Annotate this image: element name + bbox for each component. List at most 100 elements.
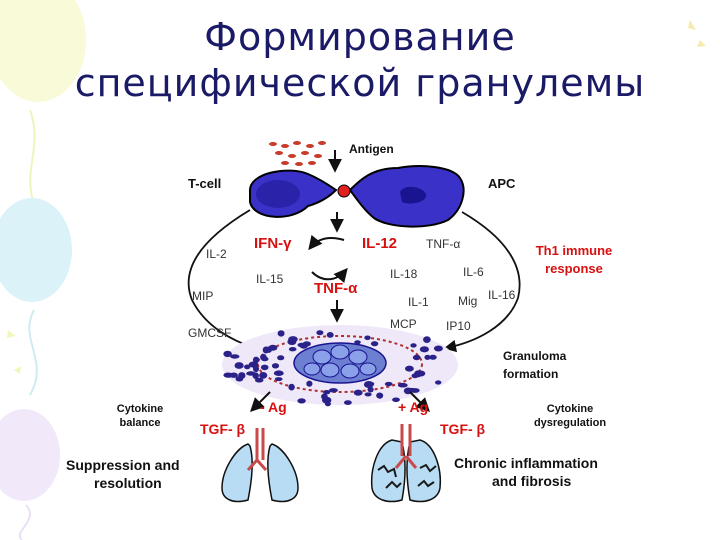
macrophage-dot <box>287 338 297 345</box>
label-cytokine-balance-line1: Cytokine <box>116 403 164 415</box>
macrophage-dot <box>423 336 431 343</box>
slide-title: Формирование специфической гранулемы <box>0 14 720 106</box>
title-line-2: специфической гранулемы <box>74 61 646 105</box>
macrophage-dot <box>435 380 442 385</box>
balloon-string <box>29 109 37 211</box>
macrophage-dot <box>260 364 269 371</box>
macrophage-dot <box>397 382 408 388</box>
macrophage-dot <box>364 392 372 397</box>
macrophage-dot <box>321 393 328 400</box>
label-il-15: IL-15 <box>256 272 284 286</box>
macrophage-dot <box>364 335 371 341</box>
macrophage-dot <box>274 377 283 382</box>
label-apc: APC <box>488 176 516 191</box>
macrophage-dot <box>433 345 443 352</box>
label-th1-line2: response <box>545 261 603 276</box>
macrophage-dot <box>244 364 251 370</box>
balloon-string <box>18 504 31 540</box>
label-suppression-line2: resolution <box>94 475 162 491</box>
macrophage-dot <box>353 389 363 396</box>
label-tnf-alpha-top: TNF-α <box>426 237 461 251</box>
label-il-1: IL-1 <box>408 295 429 309</box>
title-line-1: Формирование <box>204 15 516 59</box>
label-gmcsf: GMCSF <box>188 326 232 340</box>
label-tgf-beta-left: TGF- β <box>200 421 246 437</box>
label-cytokine-balance-line2: balance <box>119 417 161 429</box>
macrophage-dot <box>297 342 307 348</box>
label-granuloma-line1: Granuloma <box>503 349 567 363</box>
macrophage-dot <box>273 370 284 377</box>
macrophage-dot <box>419 346 429 353</box>
macrophage-dot <box>234 362 244 369</box>
label-plus-ag: + Ag <box>398 399 429 415</box>
macrophage-dot <box>344 400 352 405</box>
label-il-12: IL-12 <box>362 235 398 252</box>
macrophage-dot <box>412 354 421 361</box>
macrophage-dot <box>223 372 233 378</box>
macrophage-dot <box>230 354 240 359</box>
label-cytokine-dysreg-line1: Cytokine <box>546 403 594 415</box>
macrophage-dot <box>410 343 417 348</box>
macrophage-dot <box>429 354 437 360</box>
label-cytokine-dysreg-line2: dysregulation <box>533 417 607 429</box>
label-chronic-line1: Chronic inflammation <box>454 455 598 471</box>
macrophage-dot <box>328 388 338 393</box>
to-suppression-arrow <box>250 391 271 412</box>
macrophage-dot <box>367 386 374 393</box>
label-tnf-alpha-center: TNF-α <box>314 280 358 297</box>
label-ifn-gamma: IFN-γ <box>254 235 292 252</box>
right-side-arrow <box>443 211 521 353</box>
macrophage-dot <box>271 363 280 369</box>
macrophage-dot <box>252 356 260 364</box>
label-th1-line1: Th1 immune <box>535 243 613 258</box>
macrophage-dot <box>268 344 278 351</box>
macrophage-dot <box>254 377 264 383</box>
macrophage-dot <box>324 401 331 407</box>
label-mcp: MCP <box>390 317 417 331</box>
macrophage-dot <box>223 350 232 358</box>
macrophage-dot <box>370 341 379 347</box>
label-tgf-beta-right: TGF- β <box>440 421 486 437</box>
balloon-lilac <box>0 409 60 501</box>
label-il-16: IL-16 <box>488 288 516 302</box>
label-antigen: Antigen <box>349 142 394 156</box>
macrophage-dot <box>392 397 400 403</box>
macrophage-dot <box>376 392 384 399</box>
macrophage-dot <box>277 355 285 361</box>
label-il-2: IL-2 <box>206 247 227 261</box>
macrophage-dot <box>238 372 246 379</box>
il12-ifn-arrow <box>311 267 348 284</box>
macrophage-dot <box>248 361 259 368</box>
macrophage-dot <box>384 381 393 387</box>
macrophage-dot <box>316 330 324 336</box>
fibrotic-lungs <box>370 424 442 503</box>
macrophage-dot <box>367 381 375 386</box>
antigen-particles <box>269 141 326 166</box>
macrophage-dot <box>277 330 285 337</box>
macrophage-dot <box>326 332 334 338</box>
macrophage-dot <box>424 354 431 360</box>
label-ip10: IP10 <box>446 319 471 333</box>
label-minus-ag: - Ag <box>260 399 287 415</box>
confetti <box>7 330 21 374</box>
apc-cell <box>348 165 465 228</box>
macrophage-dot <box>262 346 270 354</box>
synapse-dot <box>337 184 351 198</box>
macrophage-dot <box>259 372 268 379</box>
healthy-lungs <box>221 428 299 503</box>
label-chronic-line2: and fibrosis <box>492 473 572 489</box>
macrophage-dot <box>297 398 306 404</box>
label-t-cell: T-cell <box>188 176 222 191</box>
ifn-il12-arrow <box>308 234 345 251</box>
label-il-18: IL-18 <box>390 267 418 281</box>
macrophage-dot <box>261 356 269 362</box>
balloon-blue <box>0 198 72 302</box>
macrophage-dot <box>414 370 422 378</box>
label-suppression-line1: Suppression and <box>66 457 180 473</box>
to-chronic-arrow <box>409 391 430 412</box>
balloon-string <box>28 309 38 396</box>
macrophage-dot <box>288 347 297 352</box>
left-side-arrow <box>187 209 265 354</box>
macrophage-dot <box>405 365 414 372</box>
